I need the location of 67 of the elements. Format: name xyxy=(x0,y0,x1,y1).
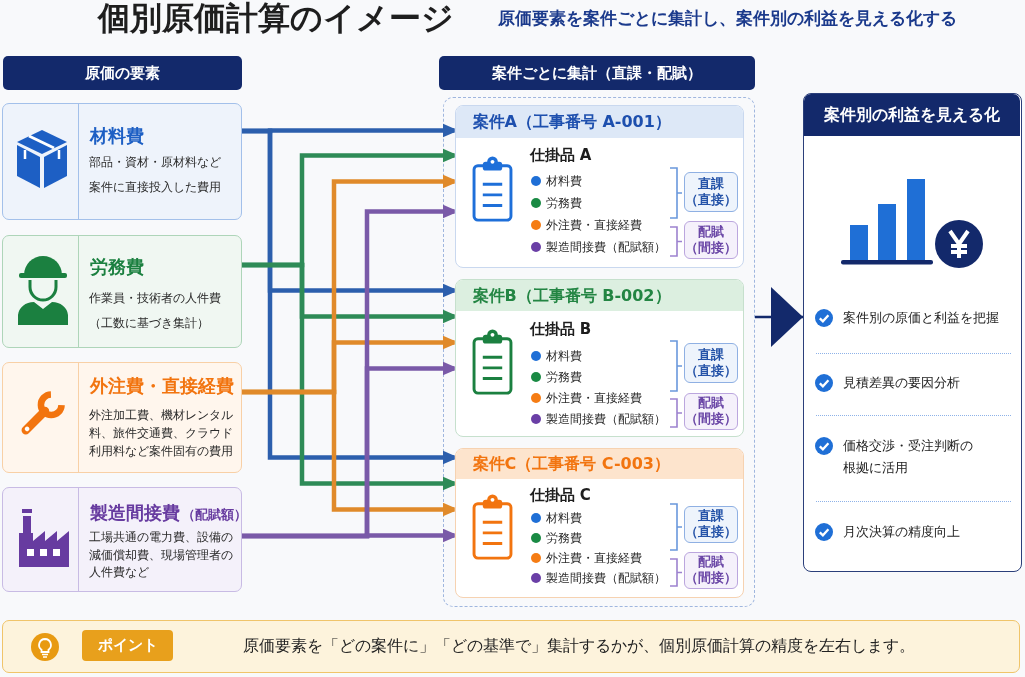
cost-item: 外注費・直接経費 xyxy=(545,550,642,567)
tag-text: （間接） xyxy=(684,411,737,427)
section-header: 案件ごとに集計（直課・配賦） xyxy=(439,56,755,90)
case-header: 案件C（工事番号 C-003） xyxy=(455,448,743,479)
case-card xyxy=(454,278,744,437)
case-header: 案件B（工事番号 B-002） xyxy=(455,279,743,311)
chevron-arrow xyxy=(755,287,803,347)
cost-item: 製造間接費（配賦額） xyxy=(545,570,666,587)
panel-header: 案件別の利益を見える化 xyxy=(804,94,1021,136)
group-frame xyxy=(443,97,755,607)
cost-item: 労務費 xyxy=(545,368,582,385)
checklist-item: 見積差異の要因分析 xyxy=(843,374,961,392)
title-note: （配賦額） xyxy=(182,507,247,522)
cost-item: 製造間接費（配賦額） xyxy=(545,239,666,256)
cost-card xyxy=(2,487,242,592)
tag-text: （直接） xyxy=(684,362,737,379)
allocation-tag xyxy=(683,551,738,589)
card-title: 材料費 xyxy=(90,125,144,146)
allocation-tag xyxy=(683,342,738,383)
card-title: 外注費・直接経費 xyxy=(90,375,234,396)
cost-card xyxy=(2,362,242,473)
cost-card xyxy=(2,103,242,220)
card-description: 作業員・技術者の人件費（工数に基づき集計） xyxy=(89,290,222,332)
cost-item: 労務費 xyxy=(545,194,582,211)
card-description: 外注加工費、機材レンタル料、旅件交通費、クラウド利用料など案件固有の費用 xyxy=(89,407,234,460)
tag-text: （間接） xyxy=(684,239,737,256)
tag-text: 配賦 xyxy=(697,223,724,240)
result-panel xyxy=(803,93,1022,572)
card-description: 工場共通の電力費、設備の減価償却費、現場管理者の人件費など xyxy=(89,529,234,581)
cost-item: 外注費・直接経費 xyxy=(545,217,642,234)
checklist-item: 価格交渉・受注判断の根拠に活用 xyxy=(843,437,974,477)
section-header: 原価の要素 xyxy=(3,56,242,90)
card-title: 労務費 xyxy=(90,256,144,277)
allocation-tag xyxy=(683,171,738,212)
checklist-item: 月次決算の精度向上 xyxy=(843,523,961,541)
checklist-item: 案件別の原価と利益を把握 xyxy=(843,309,1000,327)
title: 個別原価計算のイメージ xyxy=(98,0,454,39)
cost-item: 外注費・直接経費 xyxy=(545,390,642,407)
cost-card xyxy=(2,235,242,348)
note-text: 原価要素を「どの案件に」「どの基準で」集計するかが、個別原価計算の精度を左右します。 xyxy=(243,635,915,657)
case-header: 案件A（工事番号 A-001） xyxy=(455,105,743,138)
item-title: 仕掛品 B xyxy=(529,318,592,340)
card-title: 製造間接費 xyxy=(90,502,180,523)
allocation-tag xyxy=(683,505,738,543)
case-card xyxy=(454,447,744,598)
point-tag: ポイント xyxy=(82,630,173,661)
cost-item: 材料費 xyxy=(545,172,582,189)
cost-item: 製造間接費（配賦額） xyxy=(545,411,666,428)
tag-text: 直課 xyxy=(697,508,724,524)
tag-text: （直接） xyxy=(684,524,737,540)
tag-text: （直接） xyxy=(684,191,737,208)
tag-text: 直課 xyxy=(697,346,724,363)
tag-text: 配賦 xyxy=(697,554,724,570)
card-description: 部品・資材・原材料など案件に直接投入した費用 xyxy=(89,154,222,196)
cost-item: 材料費 xyxy=(545,509,582,526)
case-card xyxy=(454,104,744,268)
subtitle: 原価要素を案件ごとに集計し、案件別の利益を見える化する xyxy=(498,7,957,30)
allocation-tag xyxy=(683,392,738,430)
note-banner xyxy=(2,620,1020,673)
tag-text: （間接） xyxy=(684,570,737,586)
allocation-tag xyxy=(683,220,738,259)
item-title: 仕掛品 A xyxy=(529,144,592,166)
cost-item: 労務費 xyxy=(545,529,582,546)
tag-text: 配賦 xyxy=(697,395,724,411)
cost-item: 材料費 xyxy=(545,347,582,364)
item-title: 仕掛品 C xyxy=(529,484,591,506)
tag-text: 直課 xyxy=(697,175,724,192)
